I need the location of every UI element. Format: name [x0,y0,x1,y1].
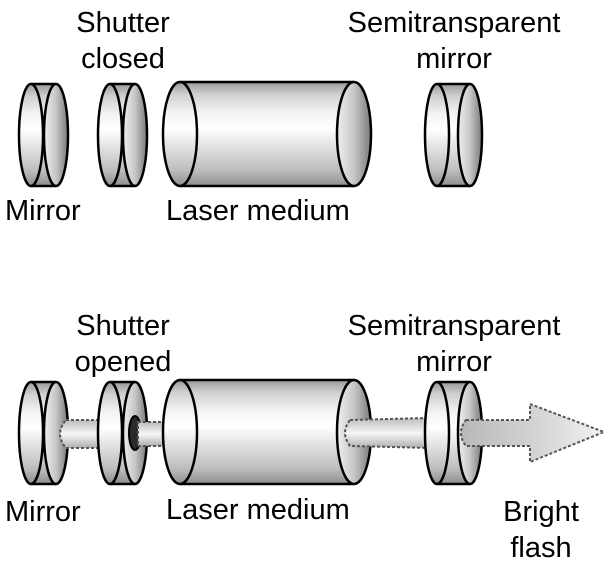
top-shutter-disk [96,82,149,188]
bottom-shutter-disk [96,380,149,486]
bottom-semitransparent-mirror-disk [423,380,484,486]
top-semitransparent-mirror-label-line1: Semitransparent [347,7,561,39]
bright-flash-label-line1: Bright [503,496,579,528]
top-mirror-disk [17,82,70,188]
bottom-shutter-label-line2: opened [74,346,172,378]
top-mirror-label: Mirror [5,195,81,227]
bottom-mirror-label: Mirror [5,496,81,528]
bottom-mirror-disk [17,380,70,486]
bottom-diagram [17,378,607,486]
bottom-laser-medium-cylinder [161,378,373,486]
bottom-semitransparent-mirror-label-line1: Semitransparent [347,310,561,342]
top-shutter-label-line2: closed [81,43,165,75]
top-laser-medium-cylinder [161,80,373,188]
top-semitransparent-mirror-disk [423,82,484,188]
top-semitransparent-mirror-label-line2: mirror [416,43,492,75]
bottom-shutter-label-line1: Shutter [76,310,170,342]
bright-flash-label-line2: flash [510,532,572,564]
bottom-semitransparent-mirror-label-line2: mirror [416,346,492,378]
bottom-laser-medium-label: Laser medium [166,494,350,526]
top-laser-medium-label: Laser medium [166,195,350,227]
bright-flash-arrow-icon [460,402,607,464]
top-diagram [17,80,484,188]
top-shutter-label-line1: Shutter [76,7,170,39]
bottom-beam-segment-3 [344,416,431,450]
